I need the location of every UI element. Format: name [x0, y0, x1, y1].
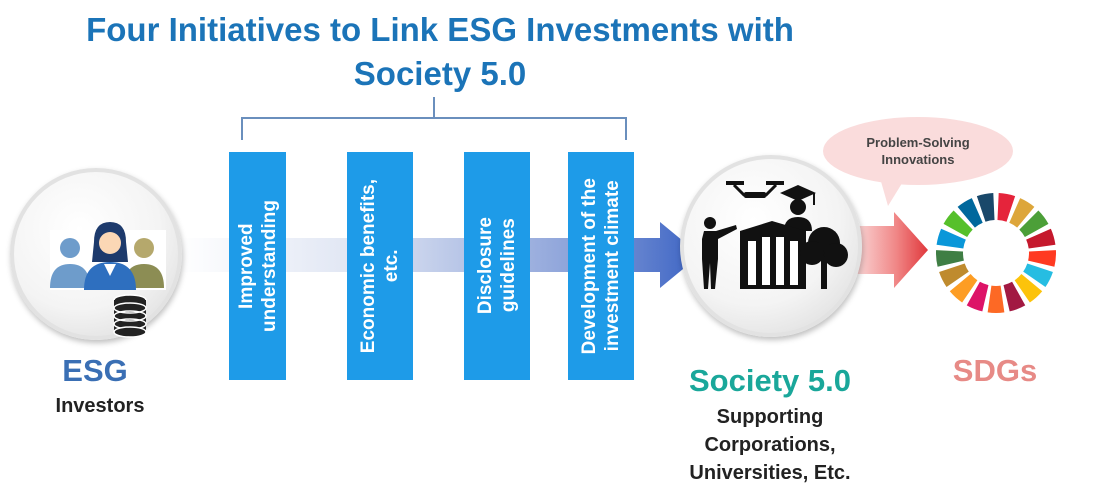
coins-icon	[113, 294, 147, 338]
sdg-wheel-segment	[936, 228, 966, 249]
society-subtitle: Supporting Corporations, Universities, E…	[650, 403, 890, 487]
initiative-bar-1: Improved understanding	[229, 152, 286, 380]
esg-title: ESG	[62, 353, 128, 388]
sdg-wheel-segment	[939, 263, 969, 287]
person-pointing-icon	[702, 217, 737, 289]
investors-icon	[50, 222, 166, 290]
sdg-wheel-segment	[943, 210, 973, 237]
sdg-wheel-icon	[936, 193, 1056, 313]
initiative-bar-3: Disclosure guidelines	[464, 152, 530, 380]
sdg-wheel-segment	[987, 285, 1005, 313]
sdg-wheel-segment	[949, 274, 978, 303]
society-icons	[702, 181, 848, 289]
title-line-2: Society 5.0	[353, 55, 527, 92]
building-icon	[740, 221, 806, 289]
sdgs-title: SDGs	[952, 353, 1038, 388]
sdg-wheel-segment	[1009, 198, 1035, 228]
esg-investors-circle	[10, 168, 182, 340]
sdg-wheel-segment	[1003, 281, 1026, 312]
sdg-wheel-segment	[936, 250, 964, 267]
sdg-wheel-segment	[966, 281, 989, 312]
society-subtitle-line: Supporting	[716, 406, 824, 428]
sdg-wheel-segment	[1028, 250, 1056, 267]
sdg-wheel-segment	[997, 193, 1016, 222]
initiative-bar-2: Economic benefits, etc.	[347, 152, 413, 380]
drone-icon	[726, 181, 784, 198]
initiative-bar-4: Development of the investment climate	[568, 152, 634, 380]
sdg-wheel-segment	[1023, 263, 1053, 287]
society-subtitle-line: Corporations,	[704, 434, 836, 456]
society-circle	[680, 155, 862, 337]
tree-icon	[800, 227, 848, 289]
sdg-wheel-segment	[957, 198, 983, 228]
problem-solving-bubble: Problem-Solving Innovations	[823, 117, 1013, 185]
title-bracket	[241, 97, 627, 140]
sdg-wheel-segment	[1019, 210, 1049, 237]
society-title: Society 5.0	[689, 363, 851, 398]
sdg-wheel-segment	[1026, 228, 1056, 249]
sdg-wheel-segment	[976, 193, 995, 222]
title-line-1: Four Initiatives to Link ESG Investments…	[86, 11, 794, 48]
society-subtitle-line: Universities, Etc.	[689, 462, 851, 484]
diagram-title: Four Initiatives to Link ESG Investments…	[40, 8, 840, 96]
flow-arrow-red	[850, 212, 928, 288]
esg-subtitle: Investors	[55, 395, 145, 417]
sdg-wheel-segment	[1014, 274, 1043, 303]
